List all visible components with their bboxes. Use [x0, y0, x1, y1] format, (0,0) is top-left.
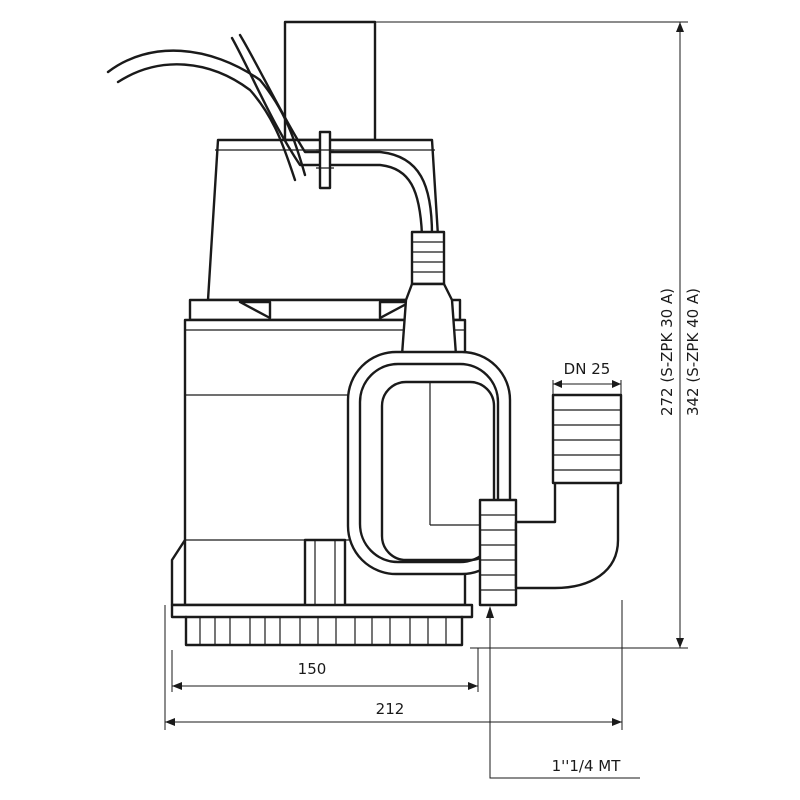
dim-label-thread: 1''1/4 MT — [552, 757, 622, 775]
base-plate — [170, 603, 474, 619]
base-feet — [184, 615, 464, 647]
thread-nut — [478, 498, 518, 607]
thread-leader — [489, 612, 640, 779]
dim-label-height-40a: 342 (S-ZPK 40 A) — [684, 288, 702, 416]
dim-label-dn25: DN 25 — [564, 360, 611, 378]
dim-label-150: 150 — [298, 660, 327, 678]
dim-label-height-30a: 272 (S-ZPK 30 A) — [658, 288, 676, 416]
outlet-elbow — [478, 393, 623, 607]
strain-relief — [410, 230, 446, 286]
dim-label-212: 212 — [376, 700, 405, 718]
top-column — [283, 20, 377, 142]
power-cable — [106, 49, 307, 182]
float-switch — [346, 350, 512, 576]
base-plug — [303, 538, 347, 612]
cable-clamp — [318, 130, 332, 190]
float-cable — [230, 33, 458, 357]
dimension-lines — [164, 21, 688, 779]
